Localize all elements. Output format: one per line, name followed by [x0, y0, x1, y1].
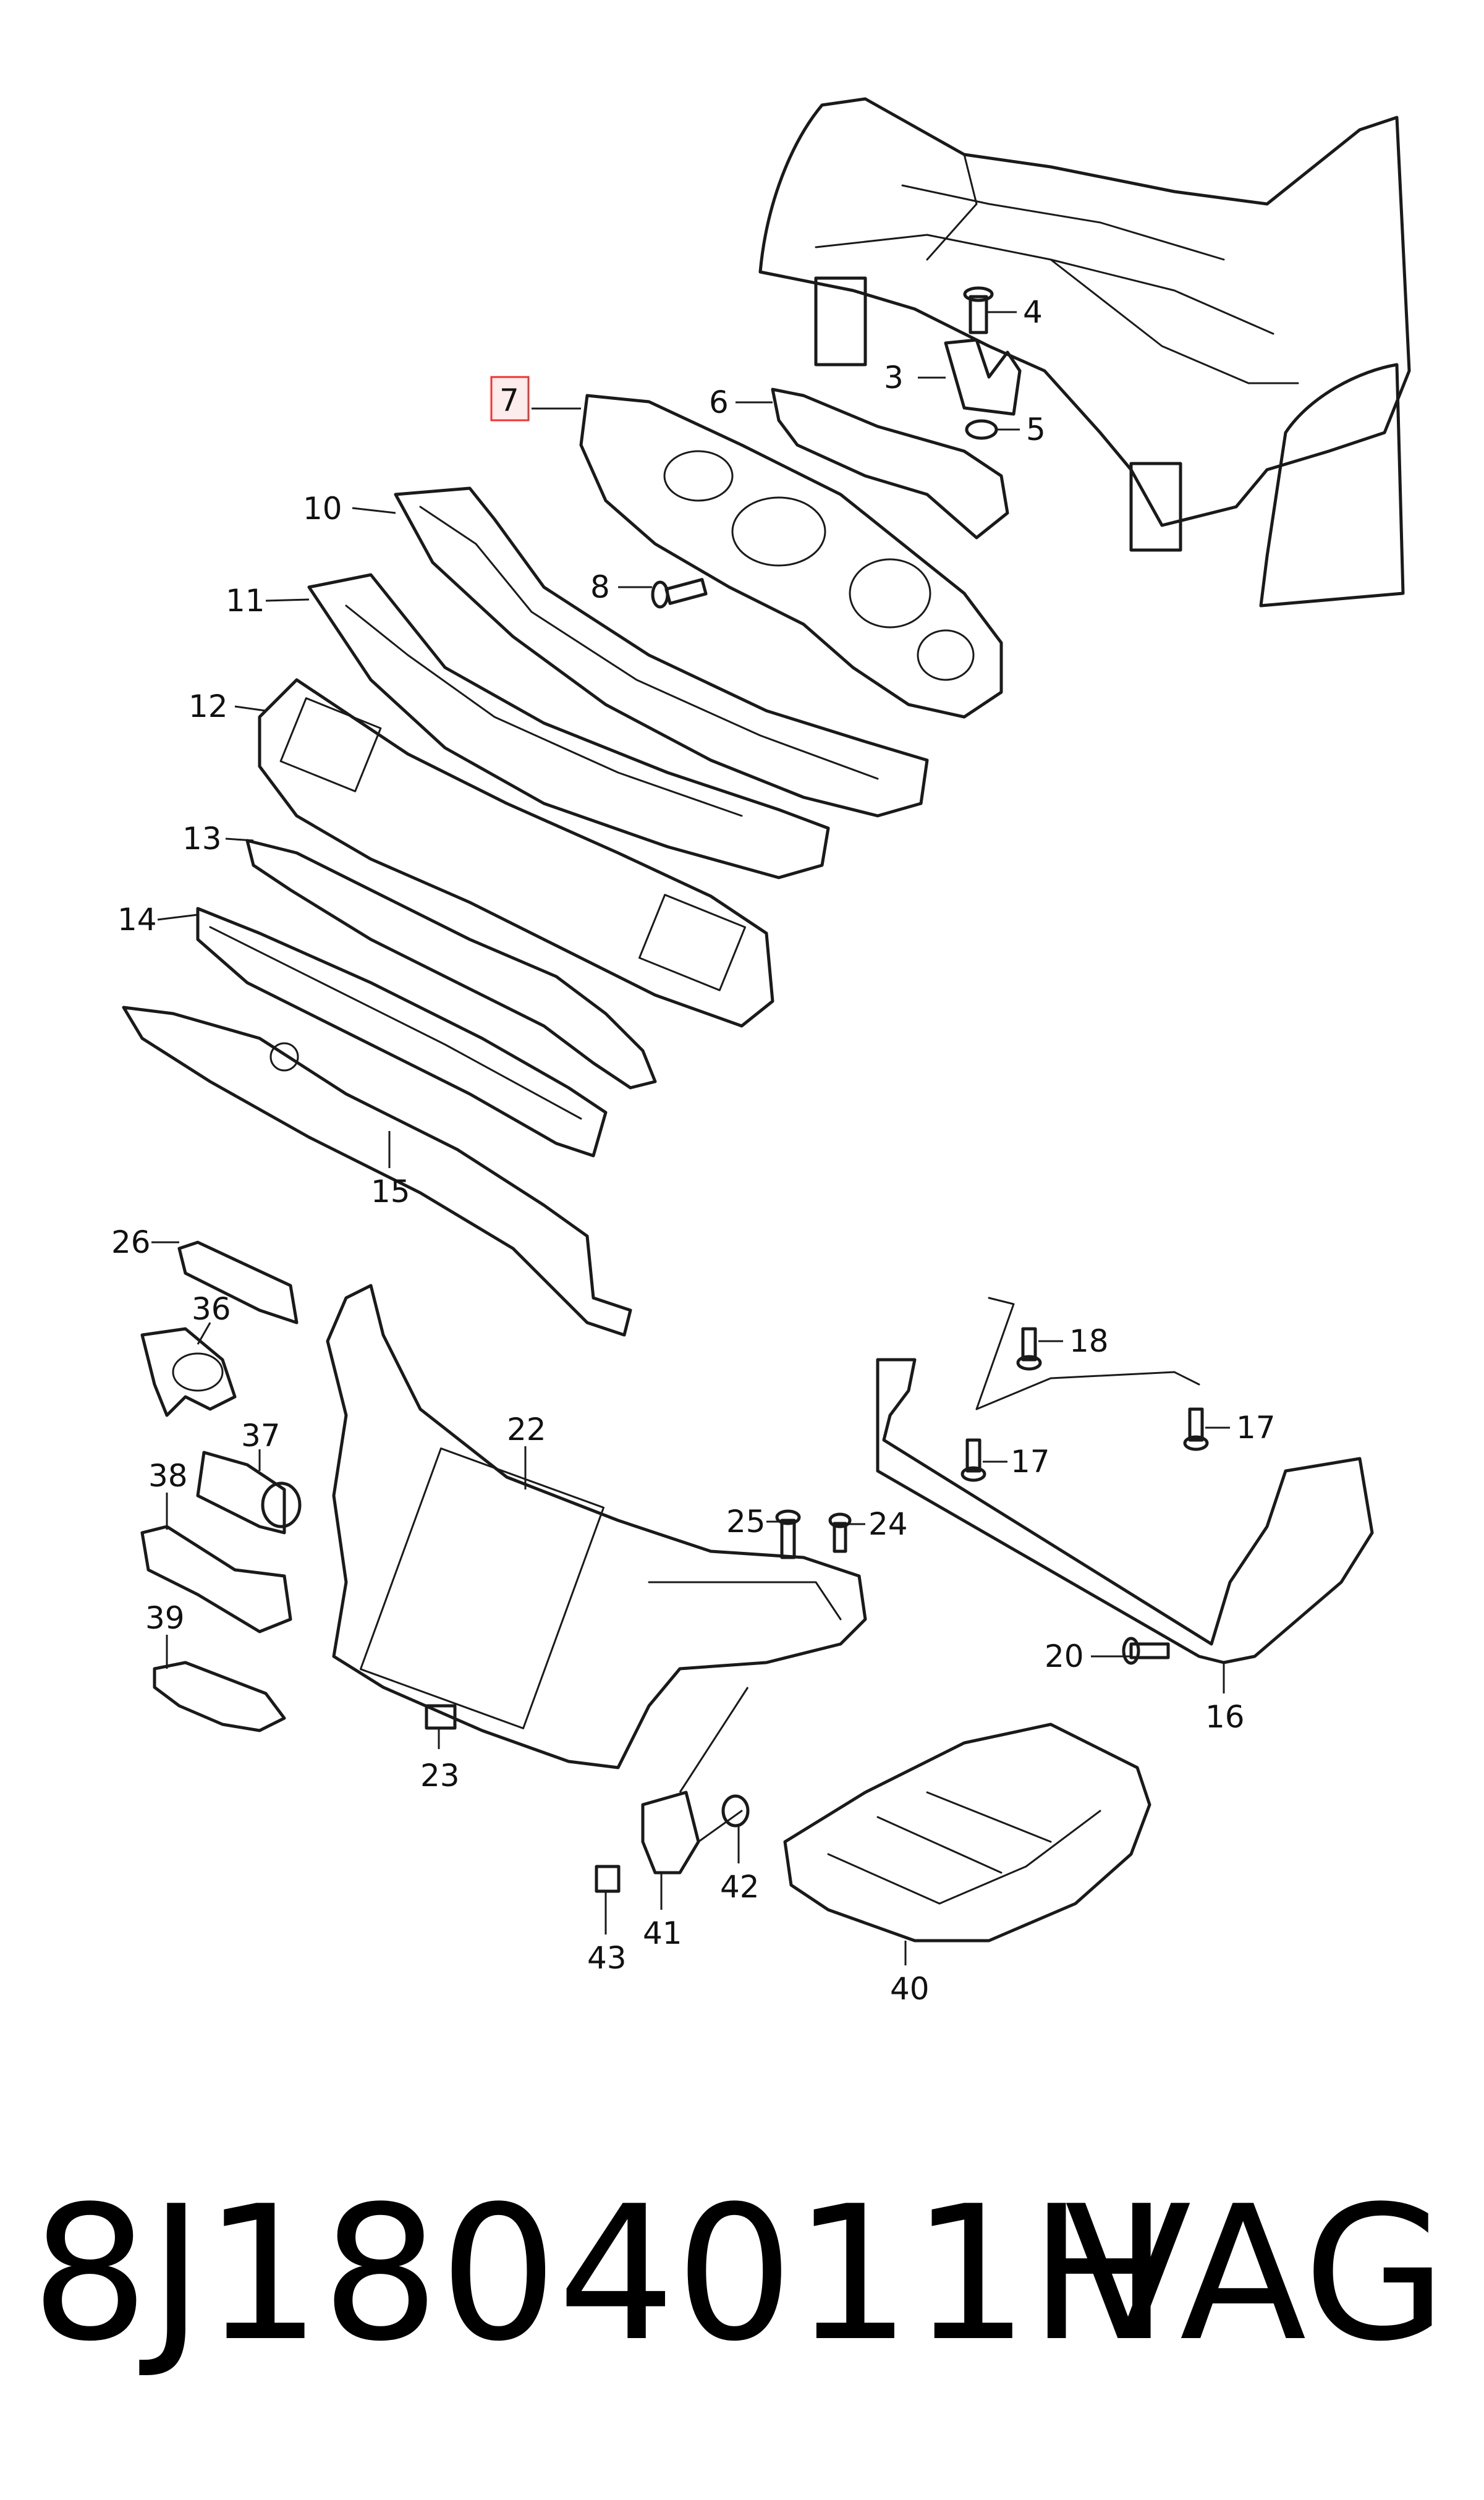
callout-38: 38 [148, 1458, 188, 1494]
reinforcement-part-6 [771, 388, 1009, 540]
callout-18: 18 [1069, 1323, 1109, 1359]
callout-17-left: 17 [1011, 1444, 1050, 1480]
strip-part-13 [245, 839, 657, 1090]
front-carrier-part-22 [326, 1284, 867, 1769]
callout-36: 36 [192, 1291, 231, 1327]
callout-10: 10 [303, 491, 342, 527]
callout-12: 12 [189, 689, 228, 724]
leader-lines [151, 311, 1230, 1965]
callout-highlight-box [490, 376, 530, 422]
clip-part-23 [425, 1704, 457, 1730]
upper-cowl-part-10 [394, 486, 929, 818]
duct-part-38 [140, 1525, 292, 1633]
nut-part-5 [965, 419, 998, 440]
cowl-part-11 [307, 573, 830, 879]
vehicle-body-structure [758, 97, 1411, 608]
nut-part-42 [721, 1794, 750, 1828]
callout-11: 11 [226, 583, 265, 619]
duct-part-36 [140, 1327, 237, 1417]
callout-23: 23 [420, 1758, 460, 1794]
parts-diagram: 3 4 5 6 7 8 10 11 12 13 14 15 16 17 17 1… [111, 97, 1411, 2007]
callout-24: 24 [868, 1506, 908, 1542]
cross-member-part-14 [196, 907, 608, 1158]
part-number: 8J1804011H [31, 2166, 1169, 2382]
callout-7: 7 [499, 383, 519, 418]
callout-15: 15 [371, 1174, 410, 1210]
callout-16: 16 [1205, 1699, 1245, 1735]
callout-5: 5 [1026, 412, 1046, 447]
callout-14: 14 [117, 902, 157, 938]
bolt-part-17-right [1183, 1407, 1209, 1451]
subframe-bracket-part-16 [876, 1297, 1374, 1676]
bolt-part-25 [775, 1509, 801, 1559]
bulkhead-panel-part-7 [579, 394, 1003, 719]
bolt-part-18 [1016, 1327, 1042, 1371]
bracket-part-26 [177, 1240, 299, 1324]
callout-6: 6 [709, 384, 729, 420]
plenum-panel-part-12 [258, 678, 774, 1028]
clip-part-43 [595, 1865, 621, 1893]
callout-41: 41 [643, 1915, 682, 1951]
callout-25: 25 [726, 1504, 766, 1540]
callout-20: 20 [1045, 1638, 1084, 1674]
duct-part-37 [196, 1451, 302, 1535]
callout-39: 39 [145, 1600, 185, 1636]
callout-4: 4 [1023, 294, 1043, 330]
bolt-part-17-left [960, 1438, 986, 1482]
lower-member-part-15 [122, 1006, 632, 1337]
bracket-part-3 [944, 338, 1022, 416]
cover-part-39 [153, 1661, 286, 1732]
bolt-part-8 [651, 578, 708, 609]
bolt-part-20 [1122, 1637, 1170, 1665]
callout-40: 40 [890, 1971, 930, 2007]
callout-labels: 3 4 5 6 7 8 10 11 12 13 14 15 16 17 17 1… [111, 294, 1276, 2007]
callout-42: 42 [720, 1869, 760, 1905]
underbody-guard-part-40 [783, 1722, 1151, 1943]
bracket-part-41 [641, 1790, 743, 1875]
callout-17-right: 17 [1236, 1410, 1276, 1446]
callout-8: 8 [590, 569, 610, 605]
callout-43: 43 [587, 1940, 627, 1976]
brand-label: VAG [1064, 2166, 1447, 2382]
bolt-part-24 [828, 1512, 852, 1553]
callout-37: 37 [241, 1418, 281, 1454]
callout-26: 26 [111, 1224, 151, 1260]
bolt-part-4 [963, 286, 994, 334]
callout-3: 3 [884, 360, 904, 396]
callout-13: 13 [182, 821, 222, 857]
callout-22: 22 [507, 1412, 546, 1447]
